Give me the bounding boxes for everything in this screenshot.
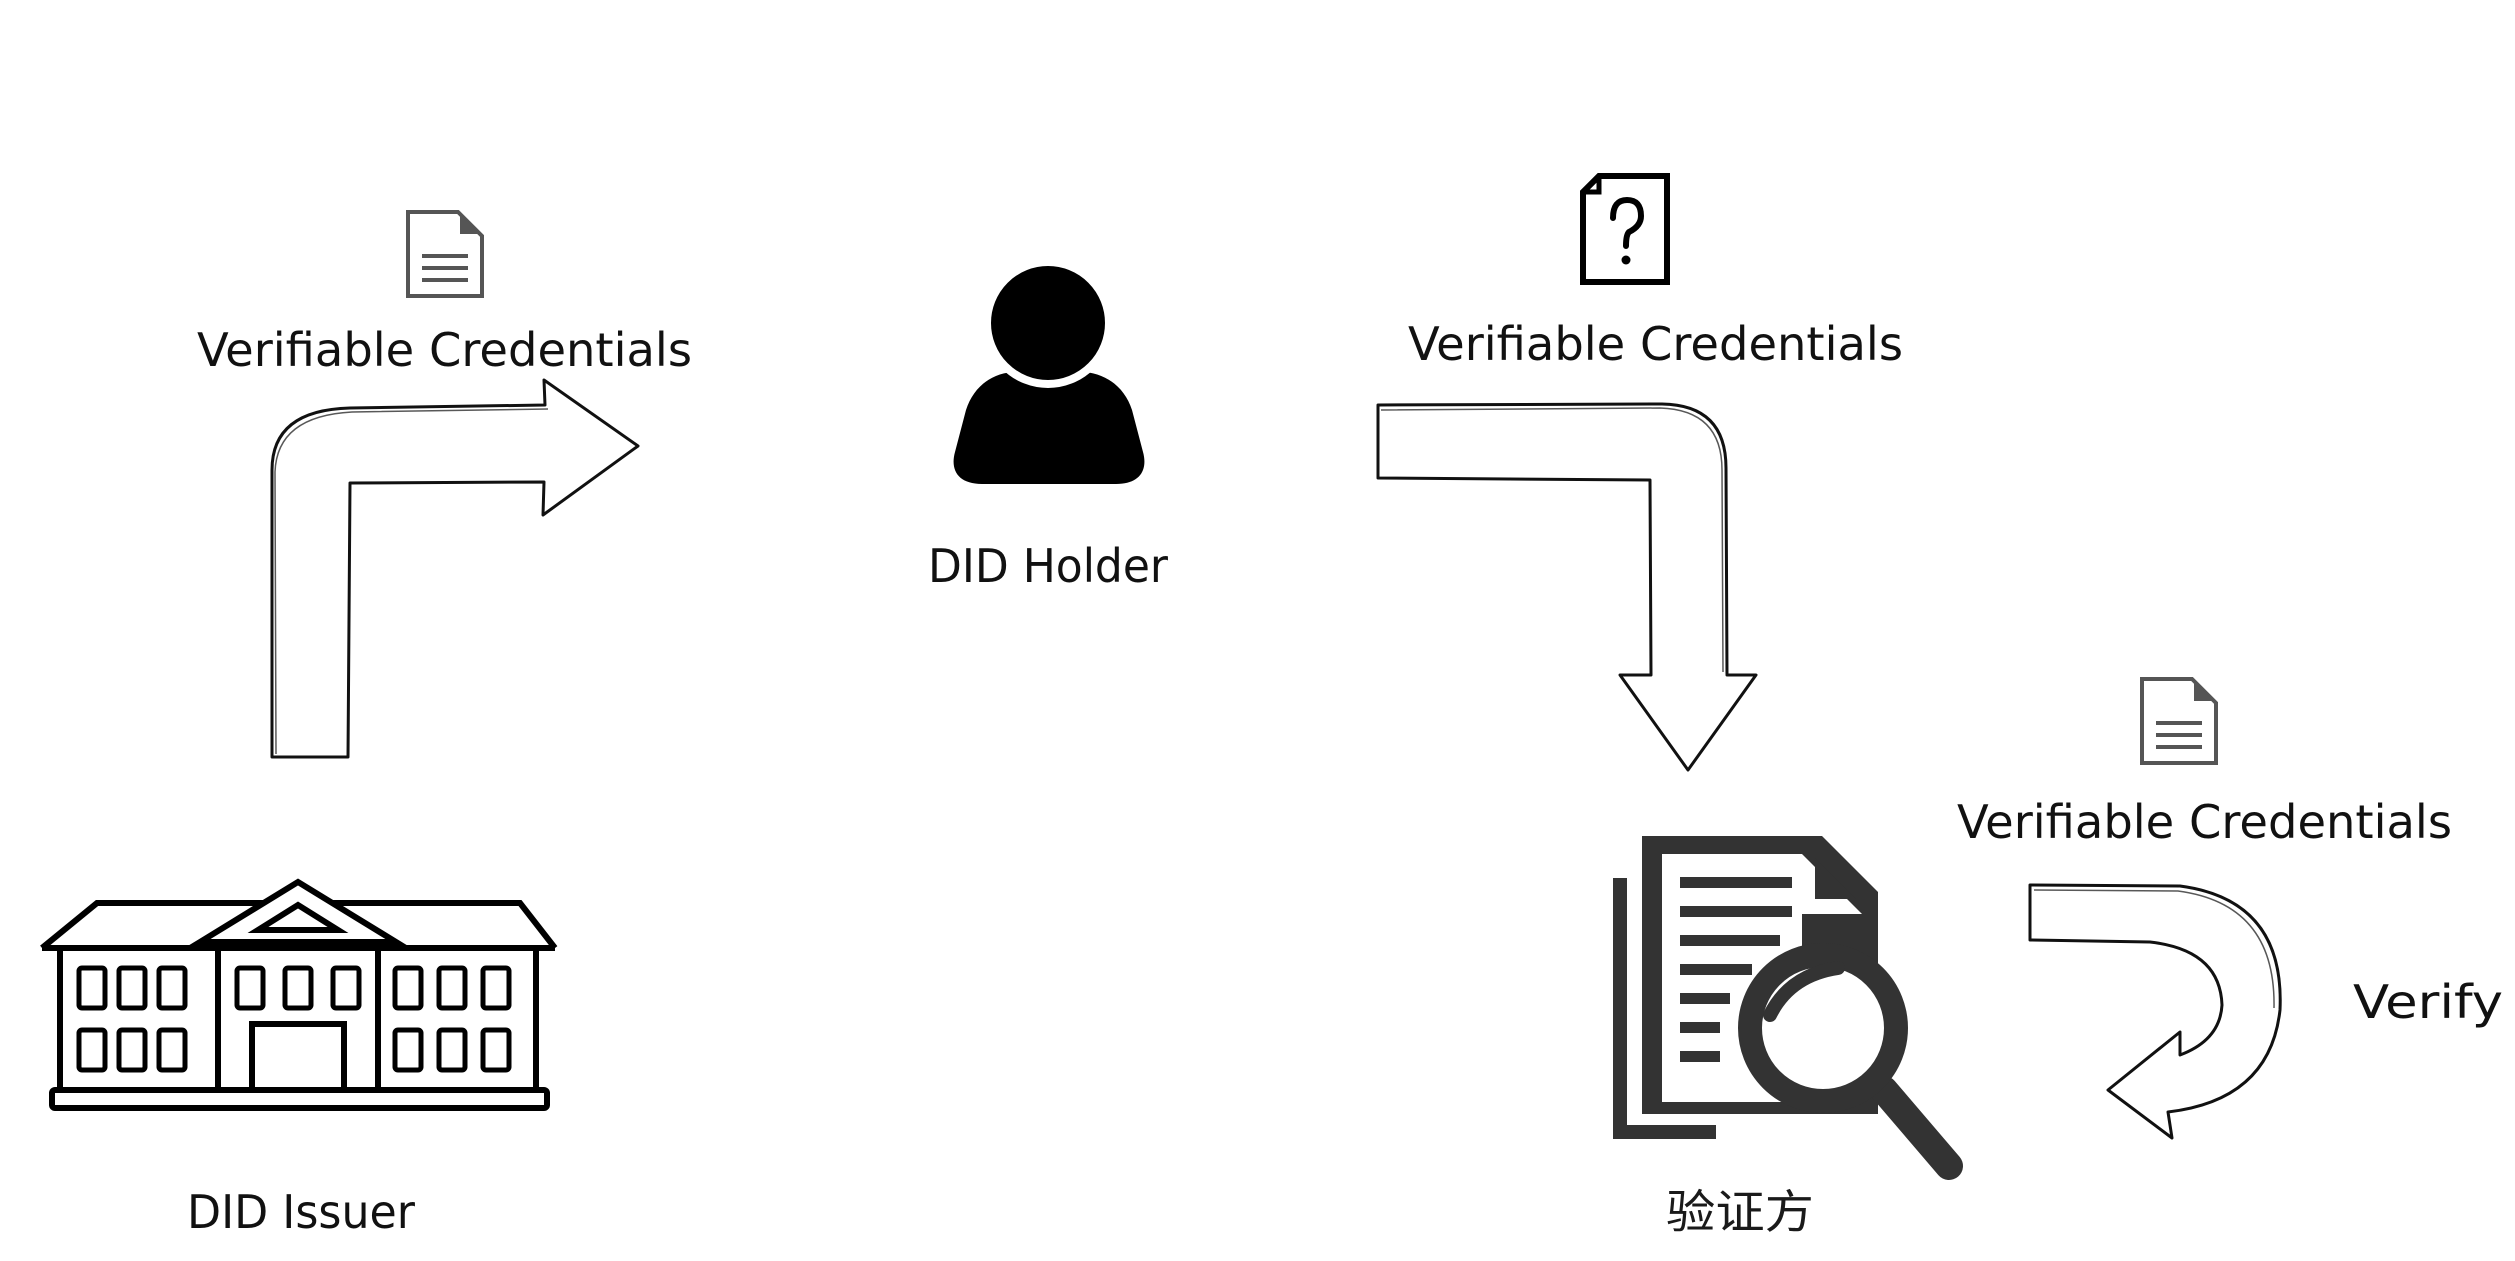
issuer-label: DID Issuer: [187, 1185, 415, 1239]
document-search-icon: [1613, 836, 1963, 1180]
person-icon: [953, 258, 1145, 484]
credentials-label-verified: Verifiable Credentials: [1957, 795, 2452, 849]
document-question-icon: [1580, 173, 1670, 285]
document-icon: [2140, 677, 2218, 765]
document-icon: [406, 210, 484, 298]
credentials-label-issued: Verifiable Credentials: [197, 323, 692, 377]
arrow-holder-to-verifier: [1376, 402, 1758, 772]
holder-label: DID Holder: [928, 539, 1168, 593]
verify-curved-arrow: [2028, 883, 2282, 1140]
verifier-label: 验证方: [1666, 1185, 1814, 1239]
arrow-issuer-to-holder: [270, 378, 640, 759]
credentials-label-presented: Verifiable Credentials: [1408, 317, 1903, 371]
verify-label: Verify: [2353, 975, 2503, 1029]
school-building-icon: [40, 878, 558, 1111]
